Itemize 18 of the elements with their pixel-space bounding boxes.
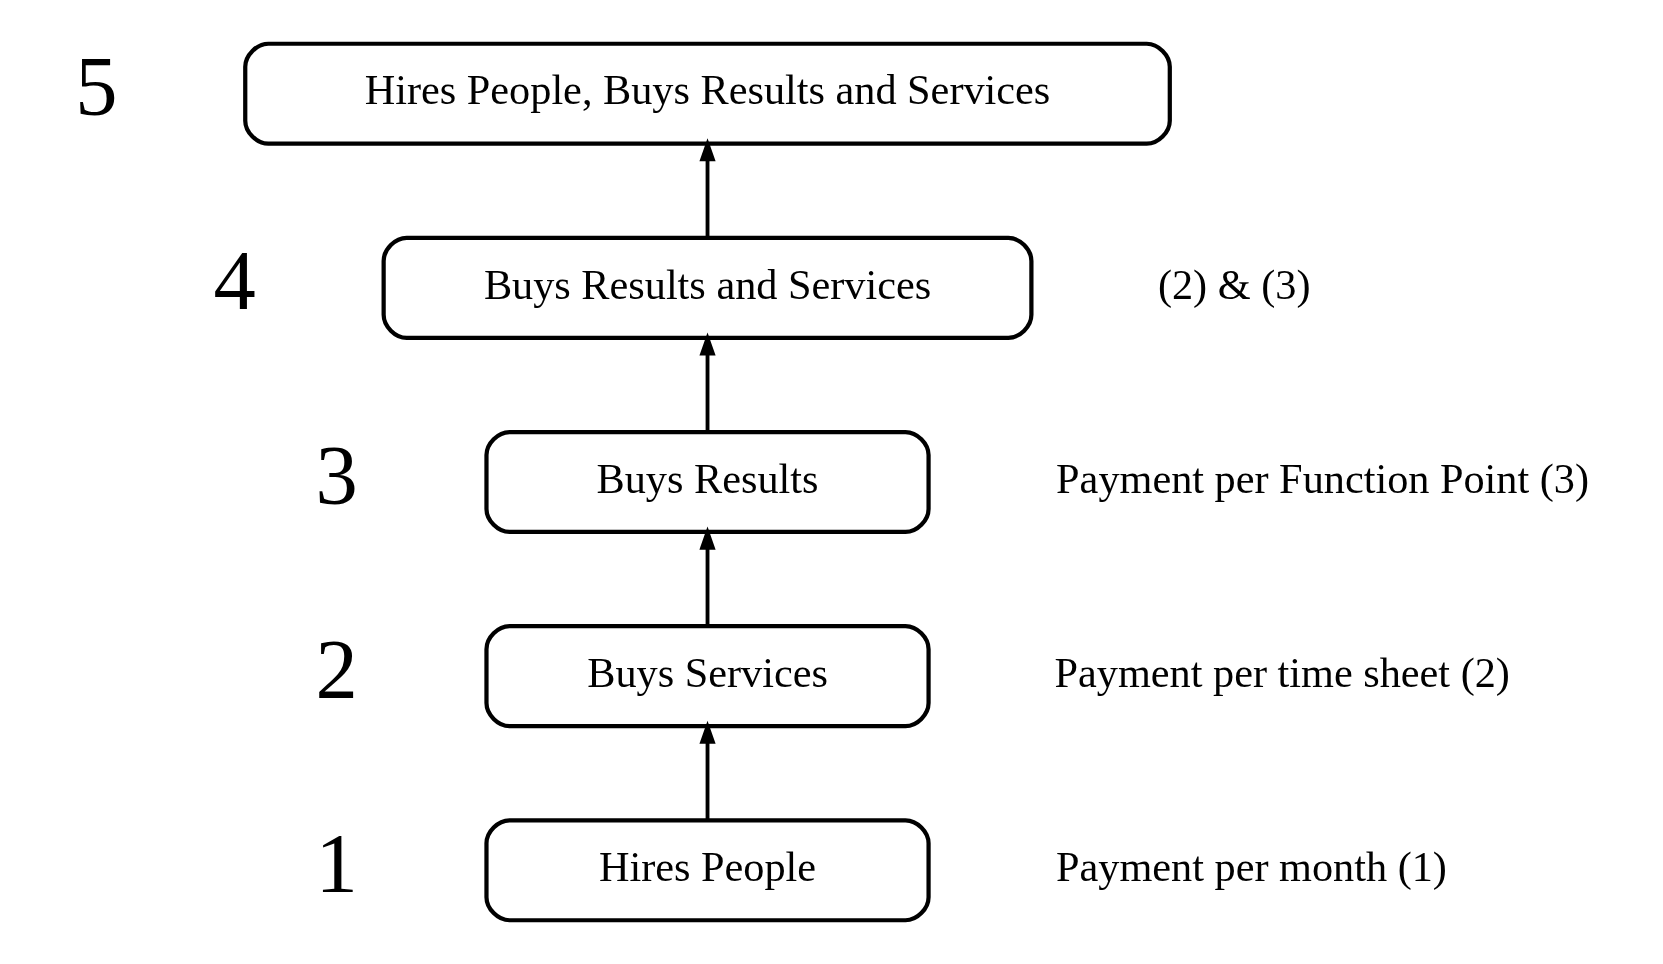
node-box: Hires People, Buys Results and Services xyxy=(243,41,1172,146)
node-label: 2 xyxy=(315,622,358,716)
node-label: (2) & (3) xyxy=(1157,260,1311,308)
arrow xyxy=(699,332,716,432)
node-label: Payment per Function Point (3) xyxy=(1056,454,1590,502)
arrow xyxy=(699,138,716,238)
node-label: Payment per time sheet (2) xyxy=(1054,648,1510,696)
node-label: 1 xyxy=(315,816,358,910)
arrow xyxy=(699,720,716,820)
node-label: Payment per month (1) xyxy=(1056,843,1447,891)
node-box: Buys Results xyxy=(484,429,931,535)
node-label: 5 xyxy=(75,40,118,134)
node-box: Hires People xyxy=(484,818,931,923)
arrow xyxy=(699,526,716,626)
node-box: Buys Results and Services xyxy=(381,235,1034,340)
node-box: Buys Services xyxy=(484,624,931,729)
node-label: 4 xyxy=(213,234,256,328)
node-label: 3 xyxy=(315,428,358,522)
